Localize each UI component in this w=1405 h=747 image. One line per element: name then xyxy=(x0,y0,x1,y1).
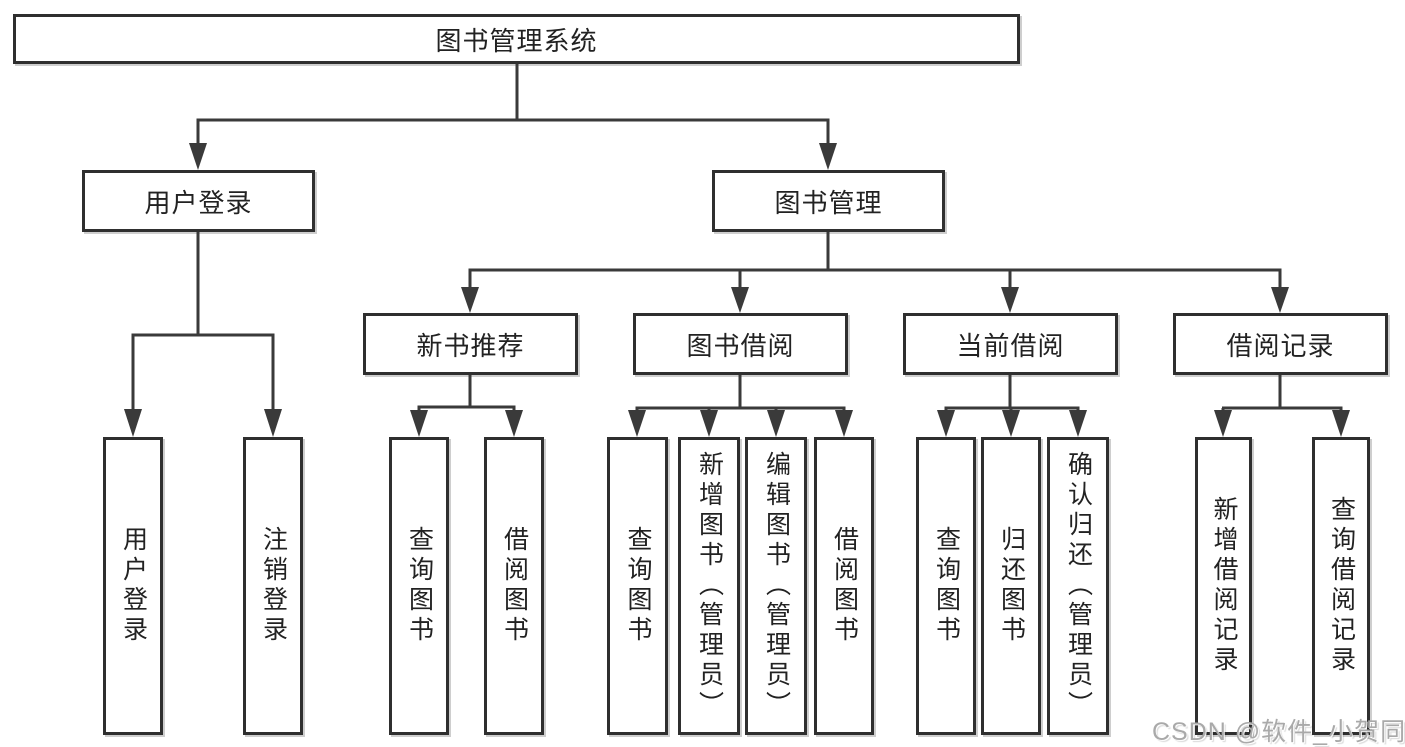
node-user-login: 用户登录 xyxy=(82,170,315,232)
leaf-user-login: 用户登录 xyxy=(103,437,163,735)
leaf-borrow-books-borrowing: 借阅图书 xyxy=(814,437,874,735)
leaf-borrow-books-borrowing-label: 借阅图书 xyxy=(830,526,859,646)
watermark: CSDN @软件_小贺同学 xyxy=(1152,718,1405,746)
node-book-management-label: 图书管理 xyxy=(774,187,883,218)
leaf-edit-book-admin: 编辑图书（管理员） xyxy=(745,437,807,735)
leaf-logout: 注销登录 xyxy=(243,437,303,735)
leaf-add-book-admin-label: 新增图书（管理员） xyxy=(695,451,724,721)
leaf-return-book: 归还图书 xyxy=(981,437,1041,735)
node-book-management: 图书管理 xyxy=(712,170,945,232)
leaf-query-borrow-record-label: 查询借阅记录 xyxy=(1327,496,1356,676)
leaf-add-book-admin: 新增图书（管理员） xyxy=(678,437,740,735)
leaf-user-login-label: 用户登录 xyxy=(119,526,148,646)
leaf-query-books-current-label: 查询图书 xyxy=(932,526,961,646)
node-new-book-recommend: 新书推荐 xyxy=(363,313,578,375)
leaf-confirm-return-admin: 确认归还（管理员） xyxy=(1047,437,1109,735)
leaf-confirm-return-admin-label: 确认归还（管理员） xyxy=(1064,451,1093,721)
node-library-system: 图书管理系统 xyxy=(13,14,1020,64)
node-current-borrowing: 当前借阅 xyxy=(903,313,1118,375)
node-borrow-records: 借阅记录 xyxy=(1173,313,1388,375)
node-user-login-label: 用户登录 xyxy=(144,187,253,218)
node-borrow-records-label: 借阅记录 xyxy=(1226,330,1335,361)
leaf-query-books-borrowing: 查询图书 xyxy=(607,437,668,735)
leaf-return-book-label: 归还图书 xyxy=(997,526,1026,646)
leaf-edit-book-admin-label: 编辑图书（管理员） xyxy=(762,451,791,721)
node-current-borrowing-label: 当前借阅 xyxy=(956,330,1065,361)
leaf-borrow-books-recommend-label: 借阅图书 xyxy=(500,526,529,646)
leaf-borrow-books-recommend: 借阅图书 xyxy=(484,437,544,735)
leaf-query-books-current: 查询图书 xyxy=(916,437,976,735)
leaf-query-borrow-record: 查询借阅记录 xyxy=(1312,437,1370,735)
leaf-logout-label: 注销登录 xyxy=(259,526,288,646)
leaf-query-books-recommend-label: 查询图书 xyxy=(405,526,434,646)
node-book-borrowing: 图书借阅 xyxy=(633,313,848,375)
leaf-add-borrow-record: 新增借阅记录 xyxy=(1195,437,1252,735)
leaf-add-borrow-record-label: 新增借阅记录 xyxy=(1210,496,1238,676)
node-book-borrowing-label: 图书借阅 xyxy=(686,330,795,361)
node-library-system-label: 图书管理系统 xyxy=(435,25,598,56)
node-new-book-recommend-label: 新书推荐 xyxy=(416,330,525,361)
leaf-query-books-borrowing-label: 查询图书 xyxy=(624,526,652,646)
leaf-query-books-recommend: 查询图书 xyxy=(389,437,449,735)
